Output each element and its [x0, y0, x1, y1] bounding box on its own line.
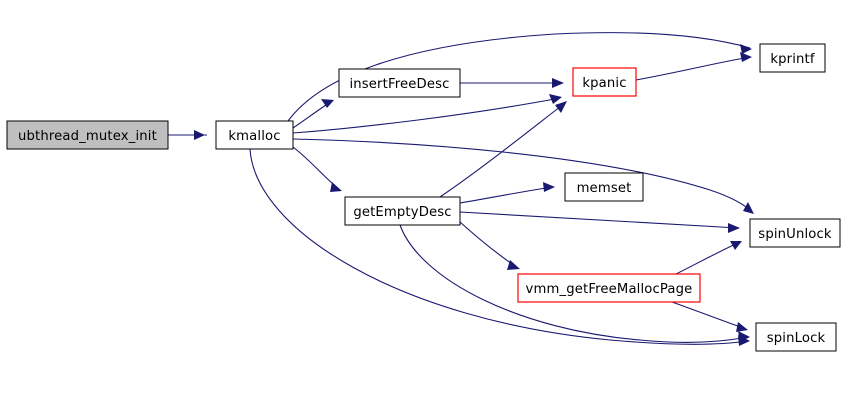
edge-line — [635, 56, 751, 81]
node-label: spinLock — [767, 331, 826, 346]
edge-kmalloc-to-insertFreeDesc — [292, 99, 334, 129]
node-box[interactable] — [338, 68, 461, 98]
edge-kmalloc-to-getEmptyDesc — [292, 146, 342, 192]
node-box[interactable] — [517, 273, 701, 303]
arrowhead-icon — [194, 130, 205, 140]
arrowhead-icon — [549, 94, 562, 104]
edge-kmalloc-to-spinUnlock — [292, 138, 754, 214]
node-label: kprintf — [770, 52, 815, 67]
edge-getEmptyDesc-to-kpanic — [439, 101, 567, 198]
node-memset[interactable]: memset — [564, 172, 644, 202]
node-label: ubthread_mutex_init — [18, 129, 157, 144]
edge-line — [459, 221, 519, 269]
edge-insertFreeDesc-to-kpanic — [460, 78, 564, 88]
node-box[interactable] — [572, 67, 637, 97]
node-label: kpanic — [582, 76, 626, 91]
node-vmm_getFreeMallocPage[interactable]: vmm_getFreeMallocPage — [517, 273, 701, 303]
edge-getEmptyDesc-to-memset — [459, 182, 555, 204]
node-label: vmm_getFreeMallocPage — [526, 282, 693, 297]
arrowhead-icon — [728, 223, 740, 233]
edge-vmm_getFreeMallocPage-to-spinUnlock — [675, 241, 742, 275]
edge-kmalloc-to-kpanic — [292, 94, 562, 134]
node-kmalloc[interactable]: kmalloc — [215, 120, 294, 150]
node-box[interactable] — [344, 196, 461, 226]
edge-getEmptyDesc-to-spinLock — [399, 224, 750, 343]
nodes-layer: ubthread_mutex_init kmalloc insertFreeDesc… — [6, 43, 841, 352]
node-label: spinUnlock — [758, 227, 832, 242]
edge-line — [287, 32, 751, 122]
arrowhead-icon — [740, 44, 752, 54]
node-box[interactable] — [564, 172, 644, 202]
edge-kmalloc-to-spinLock — [249, 148, 750, 346]
arrowhead-icon — [738, 331, 750, 342]
node-label: getEmptyDesc — [353, 205, 451, 220]
edge-getEmptyDesc-to-spinUnlock — [459, 211, 740, 233]
node-box[interactable] — [749, 218, 841, 248]
arrowhead-icon — [740, 52, 752, 62]
edge-line — [399, 224, 749, 343]
arrowhead-icon — [736, 322, 748, 332]
node-box[interactable] — [6, 120, 169, 150]
node-label: insertFreeDesc — [349, 77, 449, 92]
edge-line — [671, 301, 747, 330]
node-ubthread_mutex_init[interactable]: ubthread_mutex_init — [6, 120, 169, 150]
arrowhead-icon — [321, 99, 334, 108]
edge-ubthread_mutex_init-to-kmalloc — [168, 130, 207, 140]
edge-kmalloc-to-kprintf — [287, 32, 752, 122]
edge-line — [439, 102, 566, 198]
arrowhead-icon — [543, 182, 555, 192]
node-label: memset — [577, 181, 632, 196]
edge-getEmptyDesc-to-vmm_getFreeMallocPage — [459, 221, 520, 270]
edge-kpanic-to-kprintf — [635, 52, 752, 81]
edge-line — [459, 211, 739, 229]
arrowhead-icon — [730, 241, 742, 250]
edge-line — [292, 97, 561, 134]
node-spinLock[interactable]: spinLock — [755, 322, 837, 352]
edge-line — [459, 186, 554, 204]
arrowhead-icon — [555, 101, 567, 113]
edge-line — [249, 148, 749, 345]
node-kprintf[interactable]: kprintf — [759, 43, 826, 73]
edge-vmm_getFreeMallocPage-to-spinLock — [671, 301, 748, 332]
arrowhead-icon — [330, 182, 342, 192]
arrowhead-icon — [552, 78, 564, 88]
edge-line — [675, 241, 741, 275]
arrowhead-icon — [507, 260, 520, 270]
node-getEmptyDesc[interactable]: getEmptyDesc — [344, 196, 461, 226]
node-box[interactable] — [755, 322, 837, 352]
node-spinUnlock[interactable]: spinUnlock — [749, 218, 841, 248]
edges-layer — [168, 32, 754, 346]
arrowhead-icon — [743, 202, 754, 214]
edge-line — [292, 138, 753, 213]
node-box[interactable] — [215, 120, 294, 150]
node-box[interactable] — [759, 43, 826, 73]
node-insertFreeDesc[interactable]: insertFreeDesc — [338, 68, 461, 98]
node-label: kmalloc — [228, 129, 280, 144]
node-kpanic[interactable]: kpanic — [572, 67, 637, 97]
